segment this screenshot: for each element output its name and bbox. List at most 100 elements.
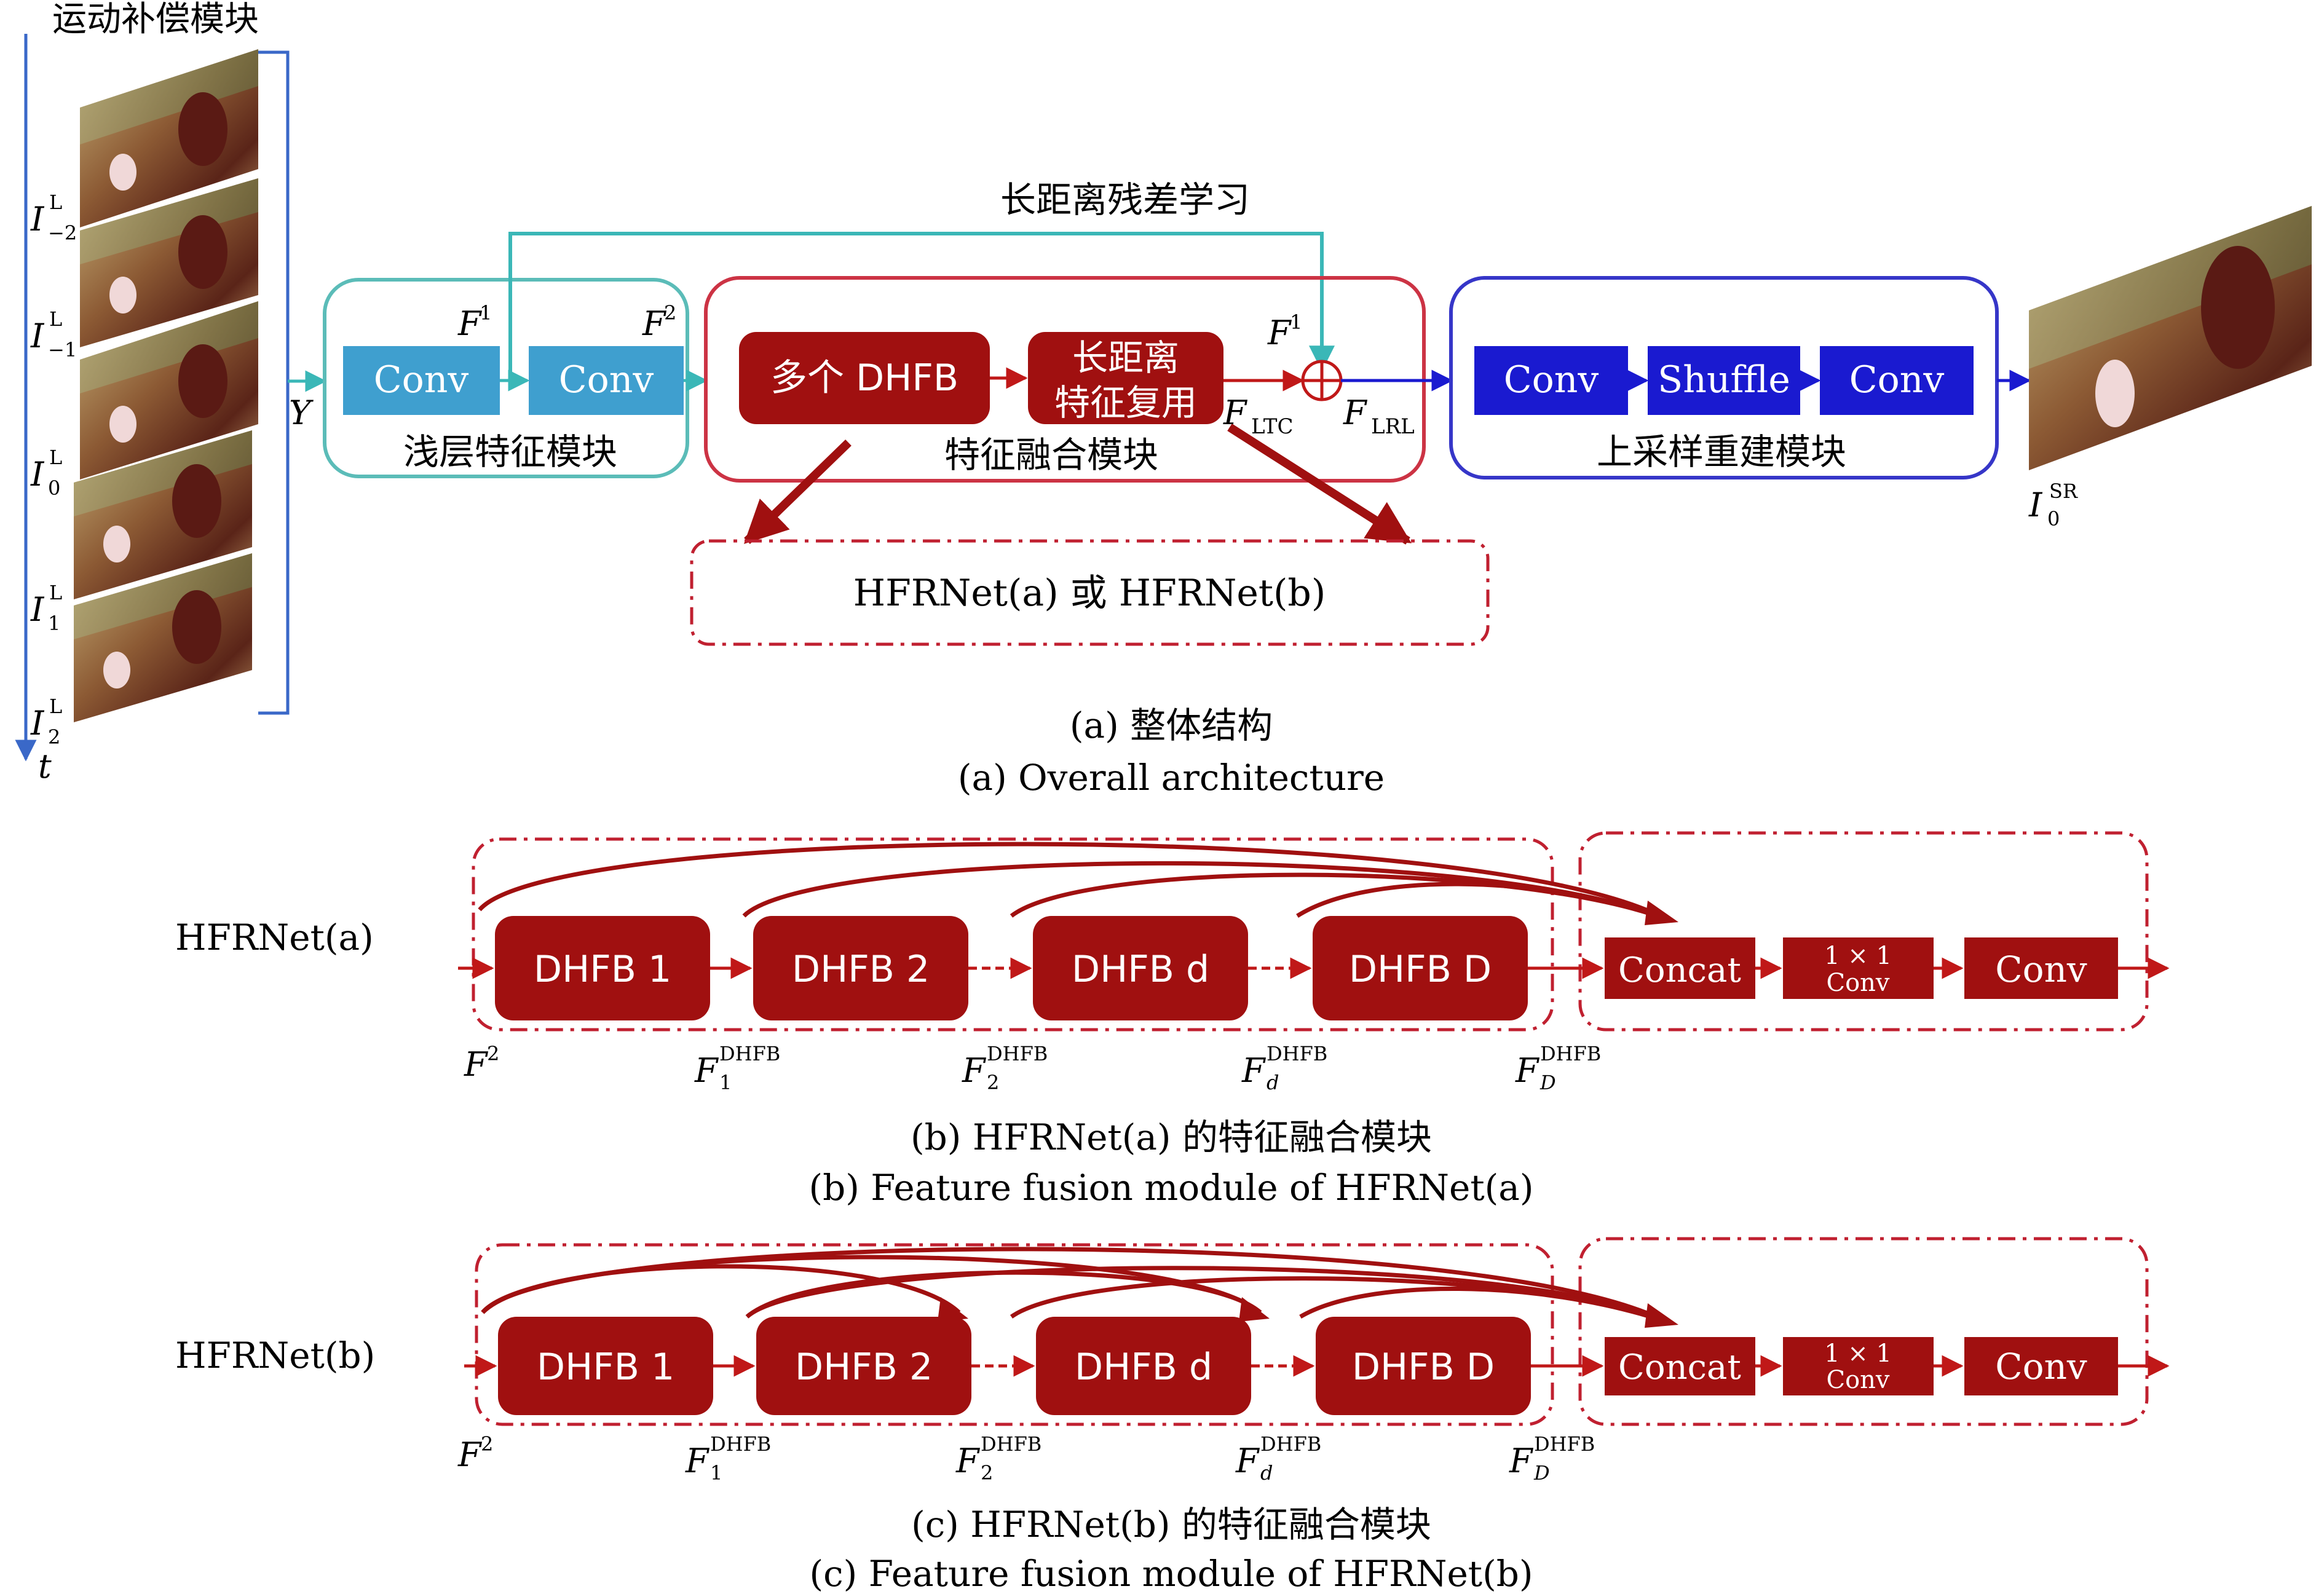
svg-text:0: 0 [48, 476, 60, 500]
svg-text:F: F [685, 1442, 710, 1480]
hfrnet-a-dhfb-D [1313, 916, 1528, 1020]
svg-text:D: D [1533, 1461, 1550, 1485]
svg-text:F: F [457, 304, 483, 343]
svg-text:DHFB: DHFB [987, 1042, 1048, 1065]
svg-text:DHFB: DHFB [710, 1432, 771, 1456]
svg-text:F: F [457, 1435, 483, 1474]
upsample-conv2-label: Conv [1849, 358, 1945, 401]
hfrnet-b-arc-arrowhead-3 [1645, 1303, 1678, 1328]
svg-text:2: 2 [487, 1042, 499, 1065]
svg-text:1: 1 [719, 1071, 732, 1094]
hfrnet-choice-box [690, 539, 1490, 646]
long-range-reuse-line2: 特征复用 [1054, 382, 1197, 424]
upsample-module-title: 上采样重建模块 [1597, 431, 1846, 473]
hfrnet-a-tail-group [1578, 831, 2149, 1032]
frames-bracket [258, 50, 290, 715]
hfrnet-a-dhfb-d [1033, 916, 1248, 1020]
hfrnet-b-fddhfb-label: F DHFB d [1235, 1432, 1321, 1485]
hfrnet-choice-label: HFRNet(a) 或 HFRNet(b) [853, 572, 1326, 615]
output-sr-image [2029, 206, 2312, 470]
hfrnet-a-dhfb-2 [753, 916, 968, 1020]
svg-text:DHFB: DHFB [1267, 1042, 1327, 1065]
hfrnet-b-arc-arrowhead-2 [1239, 1297, 1270, 1322]
svg-text:I: I [2028, 486, 2043, 524]
hfrnet-b-arc-arrowhead-1 [938, 1297, 968, 1322]
svg-text:F: F [1223, 393, 1248, 432]
input-frame-image [74, 430, 252, 599]
svg-text:DHFB: DHFB [1540, 1042, 1601, 1065]
fusion-to-choice-arrow-right [1227, 424, 1412, 545]
multi-dhfb-block [739, 332, 990, 424]
feature-fusion-title: 特征融合模块 [944, 434, 1158, 476]
hfrnet-a-dhfb-group [472, 837, 1554, 1032]
hfrnet-a-f2-label: F 2 [464, 1042, 499, 1084]
svg-text:1: 1 [48, 612, 60, 635]
hfrnet-b-conv-label: Conv [1995, 1346, 2087, 1387]
hfrnet-b-fDdhfb-label: F DHFB D [1509, 1432, 1595, 1485]
hfrnet-a-dhfb-2-label: DHFB 2 [792, 948, 930, 991]
caption-a-en: (a) Overall architecture [958, 757, 1385, 799]
svg-text:F: F [1235, 1442, 1260, 1480]
svg-text:DHFB: DHFB [719, 1042, 780, 1065]
hfrnet-b-dhfb-2-label: DHFB 2 [795, 1346, 933, 1389]
hfrnet-a-conv-label: Conv [1995, 949, 2087, 990]
svg-text:DHFB: DHFB [981, 1432, 1041, 1456]
svg-text:0: 0 [2047, 507, 2060, 531]
hfrnet-b-name: HFRNet(b) [175, 1335, 375, 1376]
shuffle-label: Shuffle [1658, 358, 1790, 401]
svg-text:−2: −2 [48, 221, 77, 245]
frame-label-minus1: I L −1 [30, 307, 77, 361]
long-range-residual-label: 长距离残差学习 [1000, 179, 1250, 221]
hfrnet-a-skip-arrowhead [1645, 901, 1678, 925]
hfrnet-b-dhfb-2 [756, 1317, 971, 1415]
hfrnet-a-fDdhfb-label: F DHFB D [1515, 1042, 1601, 1094]
hfrnet-a-dhfb-D-label: DHFB D [1349, 948, 1492, 991]
shallow-conv1-block [343, 346, 500, 415]
hfrnet-b-f1dhfb-label: F DHFB 1 [685, 1432, 771, 1485]
hfrnet-b-dhfb-1 [498, 1317, 713, 1415]
svg-text:F: F [642, 304, 667, 343]
fusion-f1-label: F 1 [1267, 310, 1302, 352]
svg-text:L: L [49, 307, 62, 331]
svg-text:2: 2 [481, 1432, 493, 1456]
frame-label-minus2: I L −2 [30, 191, 77, 245]
input-frame-image [80, 178, 258, 347]
svg-text:F: F [1509, 1442, 1534, 1480]
hfrnet-b-dhfb-1-label: DHFB 1 [537, 1346, 674, 1389]
svg-text:I: I [30, 590, 45, 629]
shallow-conv1-label: Conv [374, 358, 469, 401]
shallow-f1-label: F 1 [457, 301, 492, 343]
multi-dhfb-label: 多个 DHFB [770, 357, 958, 400]
svg-text:2: 2 [664, 301, 676, 325]
long-range-reuse-line1: 长距离 [1072, 337, 1179, 379]
hfrnet-a-f1dhfb-label: F DHFB 1 [694, 1042, 780, 1094]
hfrnet-b-dhfb-D-label: DHFB D [1352, 1346, 1495, 1389]
svg-text:LRL: LRL [1371, 414, 1415, 439]
hfrnet-b-1x1conv-line2: Conv [1826, 1366, 1889, 1394]
hfrnet-b-1x1conv-block [1783, 1337, 1934, 1395]
svg-text:F: F [962, 1051, 987, 1090]
svg-text:DHFB: DHFB [1260, 1432, 1321, 1456]
hfrnet-a-f2dhfb-label: F DHFB 2 [962, 1042, 1048, 1094]
upsample-conv2-block [1820, 346, 1974, 415]
motion-compensation-title: 运动补偿模块 [52, 0, 259, 39]
frame-label-1: I L 1 [30, 581, 62, 635]
hfrnet-b-f2-label: F 2 [457, 1432, 493, 1474]
frame-label-0: I L 0 [30, 446, 62, 500]
hfrnet-b-conv-block [1964, 1337, 2118, 1395]
bracket-output-label-Y: Y [289, 393, 314, 432]
svg-text:L: L [49, 446, 62, 469]
time-axis-label: t [38, 747, 52, 786]
svg-text:L: L [49, 191, 62, 214]
svg-text:D: D [1539, 1071, 1556, 1094]
shallow-f2-label: F 2 [642, 301, 676, 343]
svg-text:F: F [464, 1045, 489, 1084]
svg-text:SR: SR [2049, 479, 2078, 503]
shallow-conv2-label: Conv [559, 358, 654, 401]
svg-text:−1: −1 [48, 338, 77, 361]
hfrnet-b-dhfb-D [1316, 1317, 1531, 1415]
fusion-flrl-label: F LRL [1343, 393, 1415, 439]
caption-b-cn: (b) HFRNet(a) 的特征融合模块 [911, 1116, 1432, 1158]
long-range-reuse-block [1028, 332, 1223, 424]
